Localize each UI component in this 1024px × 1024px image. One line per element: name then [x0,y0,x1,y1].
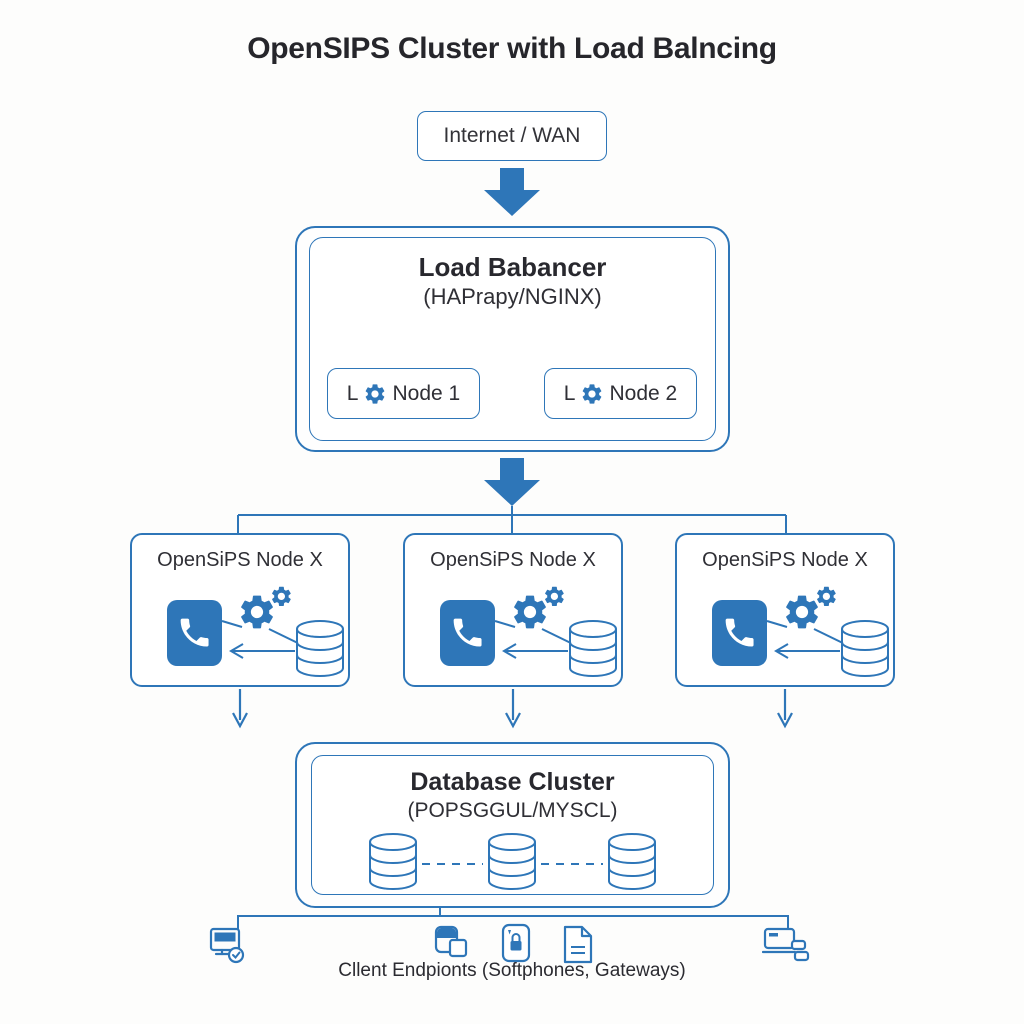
branch-connector [237,506,787,533]
opensips-node-art [712,586,889,677]
down-arrow-icon [484,168,540,216]
down-arrow-icon [484,458,540,506]
opensips-node-title: OpenSiPS Node X [157,549,323,571]
gear-icon [366,383,385,404]
gears-icon [786,595,818,629]
desktop-check-icon [205,924,251,975]
lb-node-1-box: L Node 1 [327,368,480,419]
database-icon [488,833,536,890]
database-cluster-art [369,833,656,890]
gears-icon [514,595,546,629]
lb-node-1-prefix: L [346,381,359,405]
opensips-node-title: OpenSiPS Node X [702,549,868,571]
database-icon [569,620,617,677]
document-icon [558,922,598,973]
lb-node-2-prefix: L [563,381,576,405]
clients-bracket [237,907,789,929]
database-icon [608,833,656,890]
gear-icon [583,383,602,404]
database-cluster-title: Database Cluster [410,768,615,796]
laptop-devices-icon [761,924,810,973]
load-balancer-title: Load Babancer [418,252,607,282]
database-icon [841,620,889,677]
opensips-node-title: OpenSiPS Node X [430,549,596,571]
opensips-node-box: OpenSiPS Node X [130,533,350,687]
lb-node-2-box: L Node 2 [544,368,697,419]
node-to-db-arrows [232,689,793,729]
copy-pages-icon [430,922,474,973]
database-cluster-subtitle: (POPSGGUL/MYSCL) [407,799,618,822]
gears-icon [241,595,273,629]
phone-icon [440,600,495,666]
phone-icon [712,600,767,666]
database-icon [369,833,417,890]
lb-node-1-label: Node 1 [392,381,461,405]
page-title: OpenSIPS Cluster with Load Balncing [247,32,777,65]
load-balancer-subtitle: (HAPrapy/NGINX) [423,284,602,309]
opensips-node-art [167,586,344,677]
phone-lock-icon [494,921,536,972]
lb-node-2-label: Node 2 [609,381,678,405]
opensips-node-box: OpenSiPS Node X [403,533,623,687]
internet-wan-label: Internet / WAN [443,124,581,147]
clients-caption: Cllent Endpionts (Softphones, Gateways) [338,960,686,981]
database-icon [296,620,344,677]
opensips-node-box: OpenSiPS Node X [675,533,895,687]
internet-wan-box: Internet / WAN [417,111,607,161]
opensips-node-art [440,586,617,677]
phone-icon [167,600,222,666]
